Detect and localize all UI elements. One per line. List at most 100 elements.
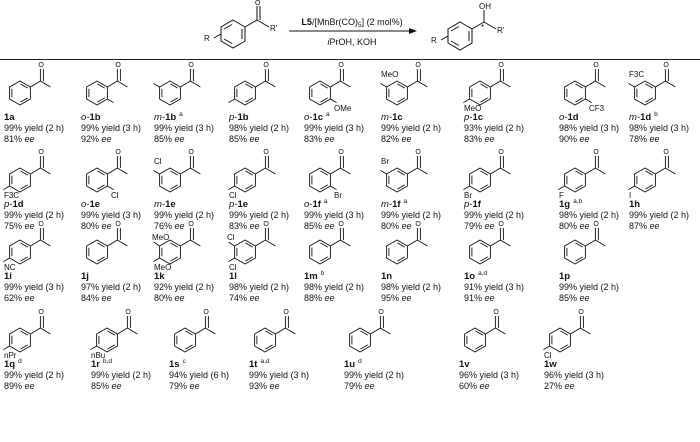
yield-text: 99% yield (3 h) [154, 123, 215, 133]
ee-unit: ee [479, 380, 490, 391]
compound-id: 1j [81, 271, 89, 282]
molecule-structure: O [228, 62, 276, 106]
svg-text:O: O [338, 62, 344, 69]
svg-text:O: O [283, 309, 289, 316]
ee-value: 79% [344, 380, 363, 391]
molecule-structure: O [86, 62, 128, 106]
compound-footnote: b [654, 111, 658, 118]
ee-unit: ee [324, 292, 335, 303]
ee-unit: ee [249, 133, 260, 144]
molecule-structure: O [9, 62, 51, 106]
compound-label: 1h [629, 196, 700, 210]
compound-position-prefix: m- [629, 112, 641, 123]
compound-footnote: a [323, 198, 328, 205]
svg-text:O: O [498, 62, 504, 69]
yield-text: 98% yield (3 h) [559, 123, 620, 133]
compound-footnote: a [403, 198, 408, 205]
ee-value: 84% [81, 292, 100, 303]
svg-text:O: O [498, 221, 504, 228]
molecule-structure: OCl [153, 149, 201, 193]
svg-text:O: O [593, 149, 599, 156]
compound-footnote: b [320, 270, 325, 277]
ee-value: 95% [381, 292, 400, 303]
compound-id: 1l [229, 271, 237, 282]
product-structure [440, 10, 497, 51]
product-rprime-label: R' [497, 26, 505, 35]
compound-label: 1k [154, 268, 244, 282]
ee-unit: ee [579, 292, 590, 303]
yield-text: 99% yield (2 h) [4, 123, 65, 133]
yield-text: 99% yield (3 h) [304, 123, 365, 133]
ee-unit: ee [24, 133, 35, 144]
ee-text: 27% ee [544, 381, 634, 392]
ee-unit: ee [324, 133, 335, 144]
ee-value: 62% [4, 292, 23, 303]
substituent-label: NC [4, 263, 16, 272]
ee-unit: ee [649, 220, 660, 231]
yield-text: 99% yield (3 h) [81, 210, 142, 220]
svg-text:O: O [498, 149, 504, 156]
compound-label: p-1b [229, 109, 319, 123]
ee-value: 78% [629, 133, 648, 144]
compound-position-prefix: o- [559, 112, 568, 123]
substituent-label: I [629, 191, 631, 200]
ee-unit: ee [249, 220, 260, 231]
ee-text: 83% ee [229, 221, 319, 232]
ee-text: 75% ee [4, 221, 94, 232]
compound-id: 1n [381, 271, 393, 282]
substituent-label: OMe [334, 104, 352, 113]
ee-value: 79% [169, 380, 188, 391]
ee-text: 81% ee [4, 134, 94, 145]
substituent-label: MeO [464, 104, 481, 113]
yield-text: 99% yield (2 h) [381, 123, 442, 133]
ee-text: 83% ee [464, 134, 554, 145]
substituent-label: F3C [629, 70, 644, 79]
ee-unit: ee [174, 292, 185, 303]
yield-text: 99% yield (2 h) [629, 210, 690, 220]
substituent-label-2: Cl [227, 233, 235, 242]
ee-text: 60% ee [459, 381, 549, 392]
compound-id: 1f [392, 199, 401, 210]
compound-position-prefix: p- [464, 112, 473, 123]
substituent-label: Br [381, 157, 389, 166]
molecule-structure: OF [558, 149, 606, 200]
ee-value: 60% [459, 380, 478, 391]
compound-position-prefix: o- [81, 112, 90, 123]
compound-id: 1f [312, 199, 321, 210]
ee-unit: ee [649, 133, 660, 144]
compound-label: m-1c [381, 109, 471, 123]
ee-unit: ee [364, 380, 375, 391]
svg-text:O: O [338, 221, 344, 228]
yield-text: 91% yield (3 h) [464, 282, 525, 292]
ee-unit: ee [579, 133, 590, 144]
svg-text:O: O [115, 221, 121, 228]
ee-text: 83% ee [304, 134, 394, 145]
yield-text: 99% yield (3 h) [304, 210, 365, 220]
svg-text:O: O [263, 62, 269, 69]
compound-id: 1b [165, 112, 177, 123]
compound-footnote: a,d [260, 358, 270, 365]
ee-text: 90% ee [559, 134, 649, 145]
ee-unit: ee [24, 292, 35, 303]
reactant-structure: O [213, 0, 270, 49]
yield-text: 98% yield (2 h) [304, 282, 365, 292]
ee-value: 81% [4, 133, 23, 144]
